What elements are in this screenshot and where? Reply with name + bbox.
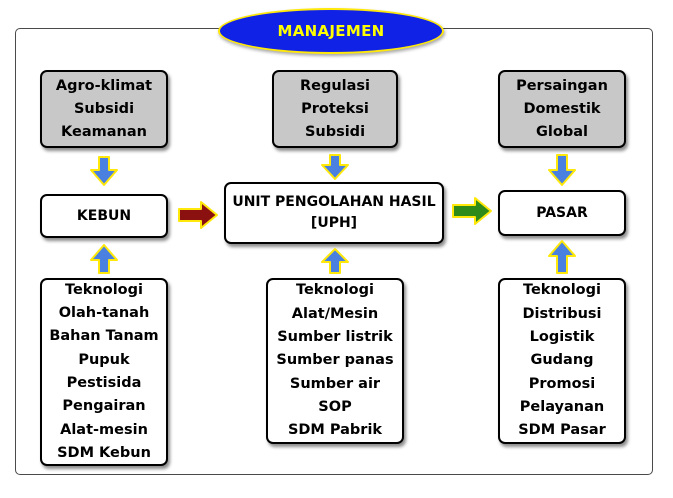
arrow-down-pasar-icon: [548, 154, 576, 186]
kebun-bottom-factor: Pestisida: [66, 375, 142, 391]
uph-top-factors-box: Regulasi Proteksi Subsidi: [272, 70, 398, 148]
kebun-bottom-factor: Pengairan: [62, 398, 146, 415]
uph-bottom-factor: Teknologi: [295, 282, 374, 299]
arrow-right-kebun-to-uph-icon: [178, 201, 218, 229]
kebun-bottom-factor: Alat-mesin: [60, 421, 148, 438]
uph-top-factor: Proteksi: [301, 100, 369, 117]
uph-bottom-factor: Sumber listrik: [277, 329, 393, 346]
pasar-bottom-factor: Teknologi: [522, 282, 601, 299]
uph-bottom-factor: Alat/Mesin: [291, 305, 379, 322]
uph-bottom-factor: SOP: [318, 398, 352, 415]
pasar-bottom-factor: Pelayanan: [519, 398, 605, 415]
kebun-node-label: KEBUN: [76, 207, 132, 224]
arrow-down-kebun-icon: [90, 156, 118, 186]
pasar-node-label: PASAR: [536, 204, 588, 221]
kebun-bottom-factors-box: Teknologi Olah-tanah Bahan Tanam Pupuk P…: [40, 278, 168, 466]
arrow-down-uph-icon: [321, 154, 349, 180]
kebun-node: KEBUN: [40, 194, 168, 238]
uph-node-label: UNIT PENGOLAHAN HASIL: [232, 194, 436, 210]
kebun-top-factor: Keamanan: [61, 123, 147, 140]
arrow-up-uph-icon: [321, 248, 349, 274]
kebun-bottom-factor: Pupuk: [78, 351, 130, 368]
uph-node-label: [UPH]: [310, 215, 358, 231]
pasar-bottom-factor: Promosi: [528, 375, 596, 392]
uph-top-factor: Subsidi: [304, 123, 366, 140]
pasar-bottom-factor: SDM Pasar: [518, 422, 606, 439]
kebun-bottom-factor: SDM Kebun: [57, 444, 151, 461]
pasar-top-factor: Domestik: [523, 100, 601, 117]
uph-node: UNIT PENGOLAHAN HASIL [UPH]: [224, 182, 444, 244]
arrow-up-pasar-icon: [548, 240, 576, 274]
kebun-bottom-factor: Bahan Tanam: [49, 328, 159, 345]
pasar-bottom-factor: Logistik: [529, 329, 595, 346]
pasar-top-factor: Global: [536, 123, 588, 140]
pasar-node: PASAR: [498, 190, 626, 236]
kebun-top-factor: Agro-klimat: [55, 77, 153, 94]
kebun-bottom-factor: Olah-tanah: [58, 305, 150, 322]
pasar-bottom-factor: Distribusi: [522, 305, 602, 322]
uph-bottom-factors-box: Teknologi Alat/Mesin Sumber listrik Sumb…: [266, 278, 404, 444]
pasar-bottom-factors-box: Teknologi Distribusi Logistik Gudang Pro…: [498, 278, 626, 444]
arrow-up-kebun-icon: [90, 244, 118, 274]
pasar-bottom-factor: Gudang: [530, 352, 594, 369]
kebun-top-factors-box: Agro-klimat Subsidi Keamanan: [40, 70, 168, 148]
uph-bottom-factor: Sumber air: [289, 375, 381, 392]
uph-bottom-factor: SDM Pabrik: [287, 422, 383, 439]
pasar-top-factors-box: Persaingan Domestik Global: [498, 70, 626, 148]
kebun-top-factor: Subsidi: [73, 100, 135, 117]
kebun-bottom-factor: Teknologi: [64, 281, 143, 298]
arrow-right-uph-to-pasar-icon: [452, 197, 492, 225]
pasar-top-factor: Persaingan: [516, 77, 608, 94]
title-ellipse: MANAJEMEN: [218, 8, 444, 54]
uph-top-factor: Regulasi: [299, 77, 371, 94]
uph-bottom-factor: Sumber panas: [276, 352, 394, 369]
